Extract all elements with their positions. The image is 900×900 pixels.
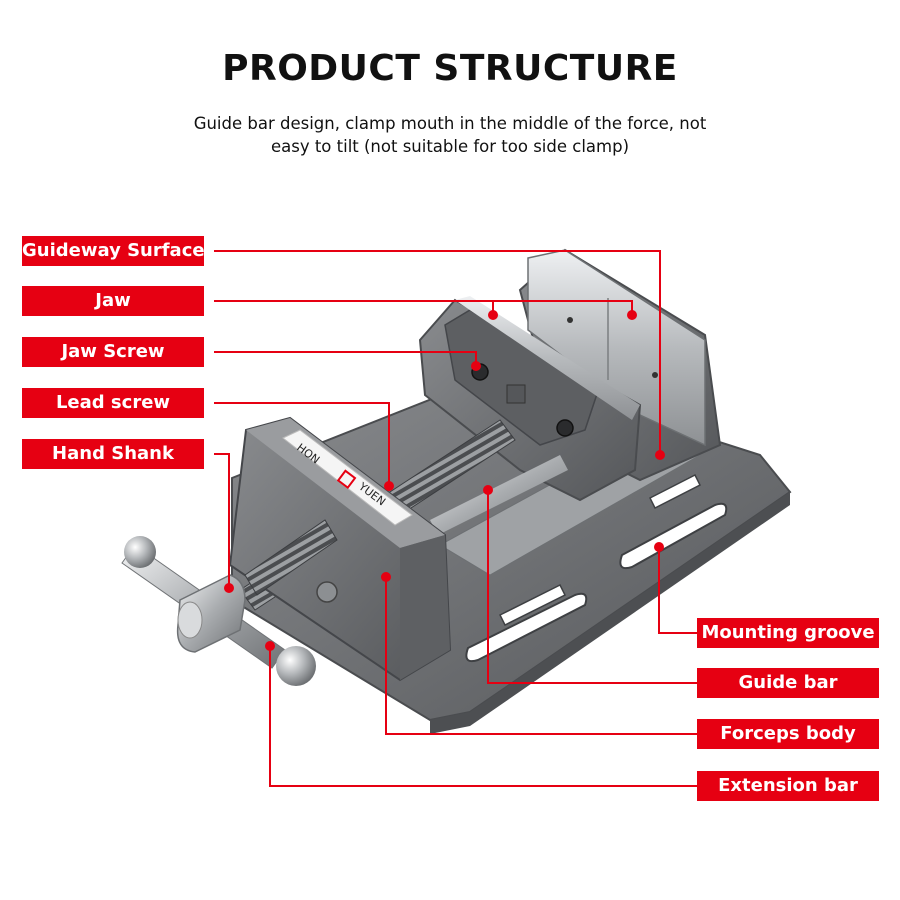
handle-ball-top — [124, 536, 156, 568]
subtitle-line-2: easy to tilt (not suitable for too side … — [270, 137, 630, 156]
leader-guide-bar — [487, 490, 697, 684]
label-guideway-surface: Guideway Surface — [22, 236, 205, 266]
dot-jaw-screw — [471, 361, 481, 371]
body-pin — [316, 581, 338, 603]
mounting-slot-2 — [619, 502, 728, 570]
dot-jaw-right — [627, 310, 637, 320]
mounting-slot-3 — [498, 583, 567, 627]
leader-guideway-surface — [214, 250, 661, 455]
dot-jaw-left — [488, 310, 498, 320]
mounting-slot-4 — [648, 473, 702, 510]
forceps-body-side — [400, 535, 450, 680]
dot-extension-bar — [265, 641, 275, 651]
dot-guide-bar — [483, 485, 493, 495]
leader-mounting-groove — [658, 547, 697, 634]
leader-extension-bar — [269, 646, 697, 787]
label-lead-screw: Lead screw — [22, 388, 204, 418]
dot-guideway-surface — [655, 450, 665, 460]
leader-jaw-screw — [214, 351, 477, 366]
label-jaw-screw: Jaw Screw — [22, 337, 204, 367]
leader-jaw — [214, 300, 494, 315]
outer-screw-thread — [244, 519, 338, 596]
moving-jaw-plate — [455, 296, 640, 420]
subtitle-line-1: Guide bar design, clamp mouth in the mid… — [193, 114, 707, 133]
mounting-slot-1 — [465, 592, 588, 663]
leader-lead-screw — [214, 402, 390, 486]
label-extension-bar: Extension bar — [697, 771, 879, 801]
page-title: PRODUCT STRUCTURE — [222, 48, 678, 89]
brand-logo-icon — [336, 469, 357, 490]
dot-lead-screw — [384, 481, 394, 491]
label-mounting-groove: Mounting groove — [697, 618, 879, 648]
leader-jaw-branch — [493, 300, 633, 315]
page-subtitle: Guide bar design, clamp mouth in the mid… — [150, 112, 750, 158]
dot-mounting-groove — [654, 542, 664, 552]
handle-ball-bottom — [276, 646, 316, 686]
leader-forceps-body — [385, 577, 697, 735]
label-forceps-body: Forceps body — [697, 719, 879, 749]
leader-hand-shank — [214, 453, 230, 588]
dot-hand-shank — [224, 583, 234, 593]
label-jaw: Jaw — [22, 286, 204, 316]
label-hand-shank: Hand Shank — [22, 439, 204, 469]
guide-bar-rod — [430, 455, 568, 535]
label-guide-bar: Guide bar — [697, 668, 879, 698]
dot-forceps-body — [381, 572, 391, 582]
